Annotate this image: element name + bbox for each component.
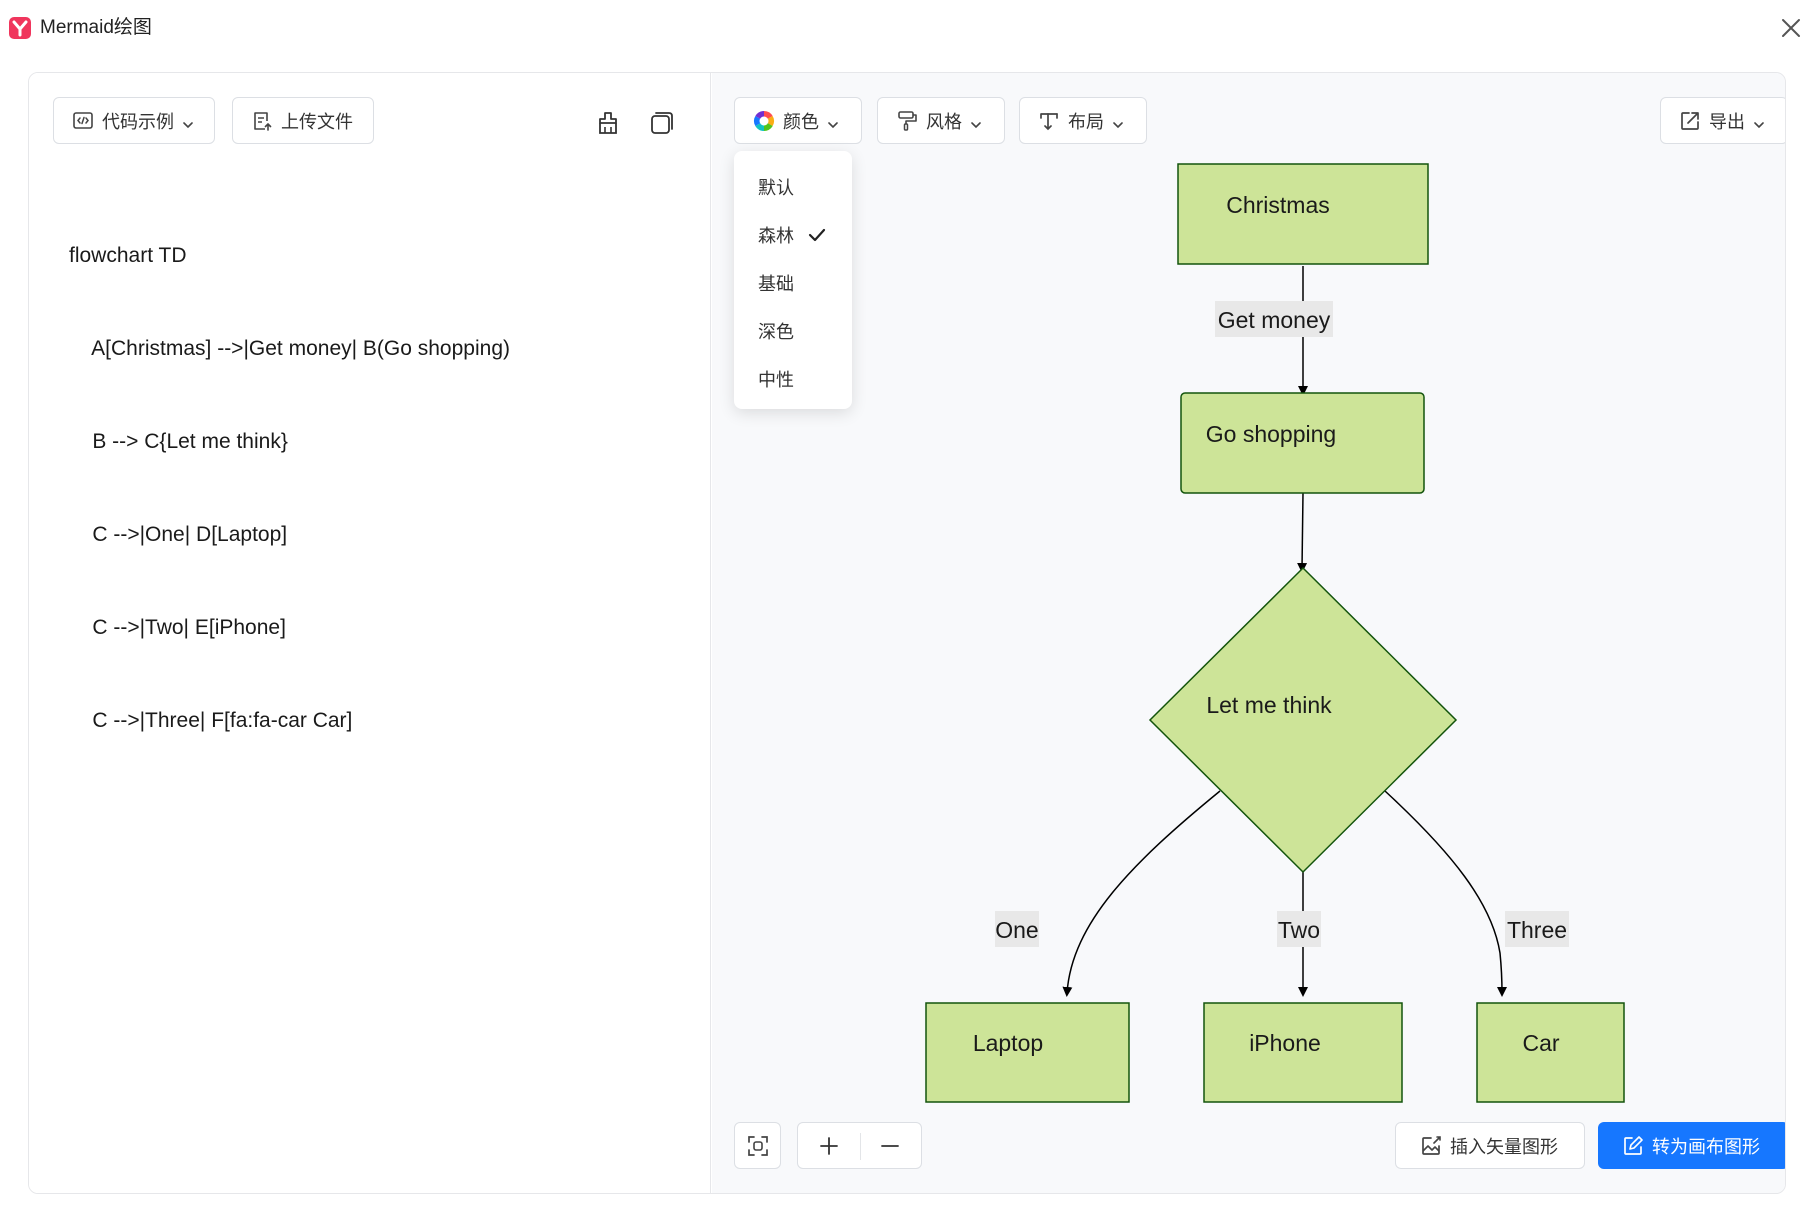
node-label: Go shopping bbox=[1206, 421, 1336, 447]
export-label: 导出 bbox=[1709, 111, 1745, 132]
app-logo-icon bbox=[9, 17, 31, 39]
code-text[interactable]: flowchart TD A[Christmas] -->|Get money|… bbox=[69, 178, 510, 798]
insert-image-icon bbox=[1420, 1135, 1442, 1157]
layout-direction-icon bbox=[1038, 110, 1060, 132]
zoom-controls bbox=[797, 1122, 922, 1169]
color-wheel-icon bbox=[753, 110, 775, 132]
color-option-label: 深色 bbox=[758, 322, 794, 342]
color-dropdown-menu: 默认 森林 基础 深色 中性 bbox=[734, 151, 852, 409]
export-icon bbox=[1679, 110, 1701, 132]
checkmark-icon bbox=[808, 226, 826, 244]
code-line: B --> C{Let me think} bbox=[69, 430, 288, 453]
insert-vector-label: 插入矢量图形 bbox=[1450, 1136, 1558, 1157]
zoom-out-icon[interactable] bbox=[879, 1135, 901, 1157]
edge-label-bg bbox=[1505, 911, 1569, 947]
code-line: C -->|One| D[Laptop] bbox=[69, 523, 288, 546]
export-button[interactable]: 导出 bbox=[1660, 97, 1785, 144]
convert-to-canvas-label: 转为画布图形 bbox=[1652, 1136, 1760, 1157]
color-button[interactable]: 颜色 bbox=[734, 97, 862, 144]
edge-label-get-money: Get money bbox=[1218, 307, 1331, 333]
color-option-default[interactable]: 默认 bbox=[734, 165, 852, 209]
edge-label-two: Two bbox=[1278, 917, 1320, 943]
node-car[interactable]: Car bbox=[1476, 1002, 1625, 1103]
close-icon[interactable] bbox=[1780, 17, 1802, 39]
zoom-divider bbox=[860, 1133, 861, 1160]
node-go-shopping[interactable]: Go shopping bbox=[1180, 392, 1425, 494]
edge-b-c bbox=[1297, 492, 1308, 573]
upload-file-label: 上传文件 bbox=[281, 111, 353, 132]
color-option-neutral[interactable]: 中性 bbox=[734, 357, 852, 401]
chevron-down-icon bbox=[1753, 115, 1765, 128]
layout-label: 布局 bbox=[1068, 111, 1104, 132]
flowchart-diagram: Get money One Two Three Christmas Go sho… bbox=[925, 163, 1625, 1103]
zoom-in-icon[interactable] bbox=[818, 1135, 840, 1157]
node-let-me-think[interactable]: Let me think bbox=[1148, 566, 1458, 874]
fit-view-icon bbox=[747, 1135, 769, 1157]
node-label: Laptop bbox=[973, 1030, 1043, 1056]
edge-label-one: One bbox=[995, 917, 1038, 943]
upload-file-icon bbox=[251, 110, 273, 132]
code-line: A[Christmas] -->|Get money| B(Go shoppin… bbox=[69, 337, 510, 360]
color-option-dark[interactable]: 深色 bbox=[734, 309, 852, 353]
code-example-button[interactable]: 代码示例 bbox=[53, 97, 215, 144]
upload-file-button[interactable]: 上传文件 bbox=[232, 97, 374, 144]
node-christmas[interactable]: Christmas bbox=[1177, 163, 1429, 265]
clear-icon[interactable] bbox=[594, 109, 622, 137]
edge-c-d bbox=[1062, 790, 1221, 997]
color-option-forest[interactable]: 森林 bbox=[734, 213, 852, 257]
color-option-label: 森林 bbox=[758, 226, 794, 246]
window-title: Mermaid绘图 bbox=[40, 17, 152, 38]
node-label: Christmas bbox=[1226, 192, 1330, 218]
edge-label-bg bbox=[1277, 911, 1321, 947]
code-line: flowchart TD bbox=[69, 244, 187, 267]
chevron-down-icon bbox=[827, 115, 839, 128]
code-icon bbox=[72, 110, 94, 132]
code-example-label: 代码示例 bbox=[102, 111, 174, 132]
edge-label-bg bbox=[995, 911, 1039, 947]
node-label: Car bbox=[1522, 1030, 1559, 1056]
mermaid-panel: 代码示例 上传文件 flowchart TD A[Christmas] -->|… bbox=[28, 72, 1786, 1194]
color-option-label: 基础 bbox=[758, 274, 794, 294]
chevron-down-icon bbox=[970, 115, 982, 128]
copy-icon[interactable] bbox=[648, 109, 676, 137]
edit-icon bbox=[1622, 1135, 1644, 1157]
convert-to-canvas-button[interactable]: 转为画布图形 bbox=[1598, 1122, 1785, 1169]
fit-view-button[interactable] bbox=[734, 1122, 781, 1169]
node-label: iPhone bbox=[1249, 1030, 1321, 1056]
color-option-base[interactable]: 基础 bbox=[734, 261, 852, 305]
chevron-down-icon bbox=[182, 115, 194, 128]
color-option-label: 中性 bbox=[758, 370, 794, 390]
edge-label-bg bbox=[1215, 301, 1333, 337]
node-label: Let me think bbox=[1206, 692, 1332, 718]
preview-pane: Get money One Two Three Christmas Go sho… bbox=[712, 73, 1785, 1193]
edge-label-three: Three bbox=[1507, 917, 1567, 943]
code-editor-pane: 代码示例 上传文件 flowchart TD A[Christmas] -->|… bbox=[29, 73, 711, 1193]
layout-button[interactable]: 布局 bbox=[1019, 97, 1147, 144]
edge-c-f bbox=[1384, 790, 1507, 997]
chevron-down-icon bbox=[1112, 115, 1124, 128]
code-line: C -->|Three| F[fa:fa-car Car] bbox=[69, 709, 353, 732]
style-label: 风格 bbox=[926, 111, 962, 132]
style-button[interactable]: 风格 bbox=[877, 97, 1005, 144]
insert-vector-button[interactable]: 插入矢量图形 bbox=[1395, 1122, 1585, 1169]
code-line: C -->|Two| E[iPhone] bbox=[69, 616, 286, 639]
title-bar: Mermaid绘图 bbox=[0, 0, 1817, 56]
paint-roller-icon bbox=[896, 110, 918, 132]
color-label: 颜色 bbox=[783, 111, 819, 132]
color-option-label: 默认 bbox=[758, 178, 794, 198]
node-laptop[interactable]: Laptop bbox=[925, 1002, 1130, 1103]
node-iphone[interactable]: iPhone bbox=[1203, 1002, 1403, 1103]
